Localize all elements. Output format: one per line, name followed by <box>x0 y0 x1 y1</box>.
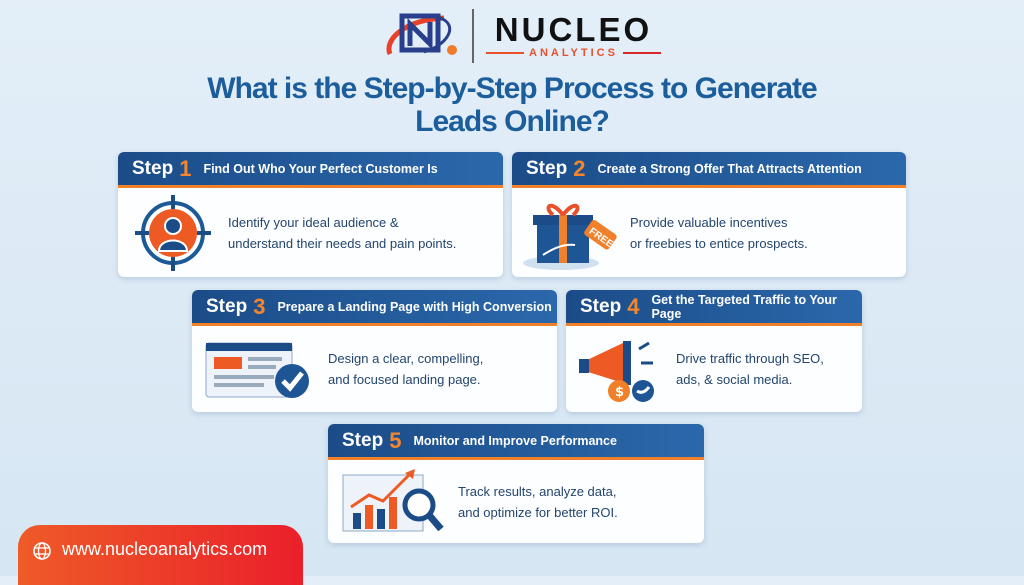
step-label: Step <box>526 157 568 179</box>
brand-logo: NUCLEO ANALYTICS <box>384 8 661 64</box>
megaphone-icon: $ <box>566 333 676 405</box>
title-line-1: What is the Step-by-Step Process to Gene… <box>207 72 817 105</box>
step-desc-line: ads, & social media. <box>676 372 793 387</box>
step-desc-line: Identify your ideal audience & <box>228 214 399 230</box>
step-number: 1 <box>179 155 192 181</box>
analytics-magnifier-icon <box>328 467 458 537</box>
step-desc-line: Provide valuable incentives <box>630 214 788 230</box>
step-title: Create a Strong Offer That Attracts Atte… <box>597 161 862 176</box>
step-desc-line: and optimize for better ROI. <box>458 504 618 520</box>
brand-subtitle: ANALYTICS <box>529 47 618 59</box>
page-title: What is the Step-by-Step Process to Gene… <box>0 72 1024 138</box>
brand-name: NUCLEO <box>494 11 653 48</box>
step-title: Get the Targeted Traffic to Your Page <box>651 292 837 321</box>
step-label: Step <box>132 157 174 179</box>
step-number: 2 <box>573 155 586 181</box>
step-title: Prepare a Landing Page with High Convers… <box>277 299 552 314</box>
step-number: 4 <box>627 293 640 319</box>
step-label: Step <box>206 295 248 317</box>
logo-divider <box>472 9 474 63</box>
step-title: Find Out Who Your Perfect Customer Is <box>203 161 438 176</box>
website-url[interactable]: www.nucleoanalytics.com <box>62 539 268 559</box>
gift-icon: FREE <box>512 195 630 271</box>
website-link[interactable]: www.nucleoanalytics.com <box>18 525 303 585</box>
step-label: Step <box>342 429 384 451</box>
nucleo-logo-icon <box>386 13 457 55</box>
step-desc-line: Track results, analyze data, <box>458 483 617 499</box>
step-number: 5 <box>389 427 402 453</box>
globe-icon <box>33 542 51 560</box>
step-desc-line: and focused landing page. <box>328 372 481 387</box>
title-line-2: Leads Online? <box>415 105 610 138</box>
step-desc-line: or freebies to entice prospects. <box>630 235 808 251</box>
target-user-icon <box>118 193 228 273</box>
landing-page-check-icon <box>192 333 328 405</box>
step-desc-line: Design a clear, compelling, <box>328 351 484 366</box>
step-title: Monitor and Improve Performance <box>413 433 617 448</box>
step-number: 3 <box>253 293 266 319</box>
step-desc-line: understand their needs and pain points. <box>228 235 457 251</box>
step-label: Step <box>580 295 622 317</box>
svg-text:$: $ <box>615 385 624 400</box>
step-desc-line: Drive traffic through SEO, <box>676 351 824 366</box>
